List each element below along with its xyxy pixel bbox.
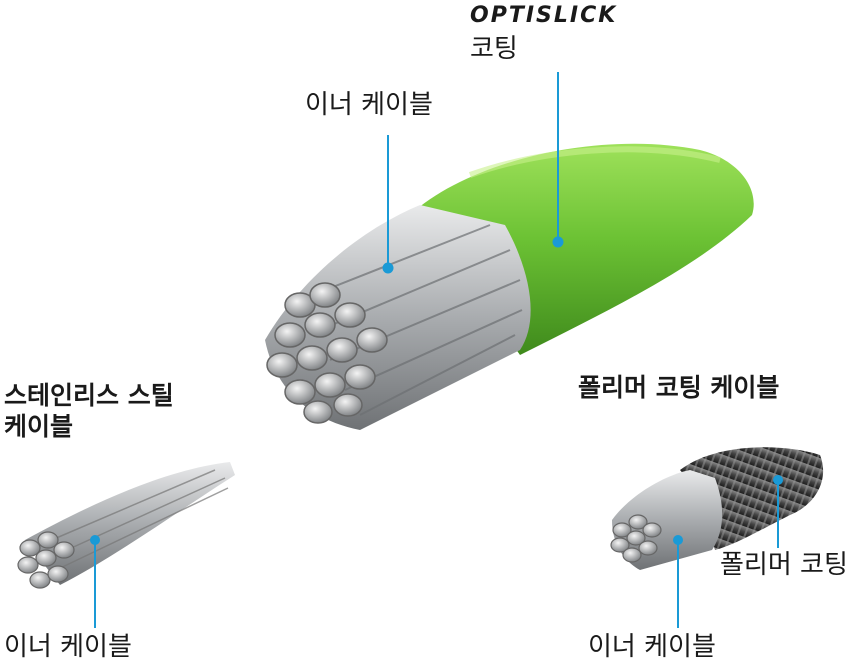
polymer-cable — [610, 447, 824, 628]
callout-optislick-inner — [382, 135, 394, 274]
callout-polymer-coating — [773, 475, 783, 548]
polymer-inner-cable-label: 이너 케이블 — [588, 632, 716, 662]
callout-stainless-inner — [90, 535, 100, 628]
callout-polymer-inner — [673, 535, 683, 628]
polymer-title: 폴리머 코팅 케이블 — [578, 373, 780, 402]
stainless-title-line1: 스테인리스 스틸 — [4, 381, 174, 410]
stainless-inner-cable-label: 이너 케이블 — [4, 632, 132, 662]
stainless-cable — [17, 462, 235, 628]
optislick-brand-label: OPTISLICK — [470, 3, 618, 28]
optislick-cable — [265, 72, 754, 430]
callout-optislick-coating — [552, 72, 564, 248]
optislick-inner-cable-label: 이너 케이블 — [305, 90, 433, 120]
optislick-coating-label: 코팅 — [470, 34, 518, 64]
stainless-title-line2: 케이블 — [4, 412, 74, 442]
polymer-coating-label: 폴리머 코팅 — [720, 550, 848, 580]
stainless-title: 스테인리스 스틸 케이블 — [4, 380, 174, 443]
optislick-strand-ends — [266, 282, 388, 424]
